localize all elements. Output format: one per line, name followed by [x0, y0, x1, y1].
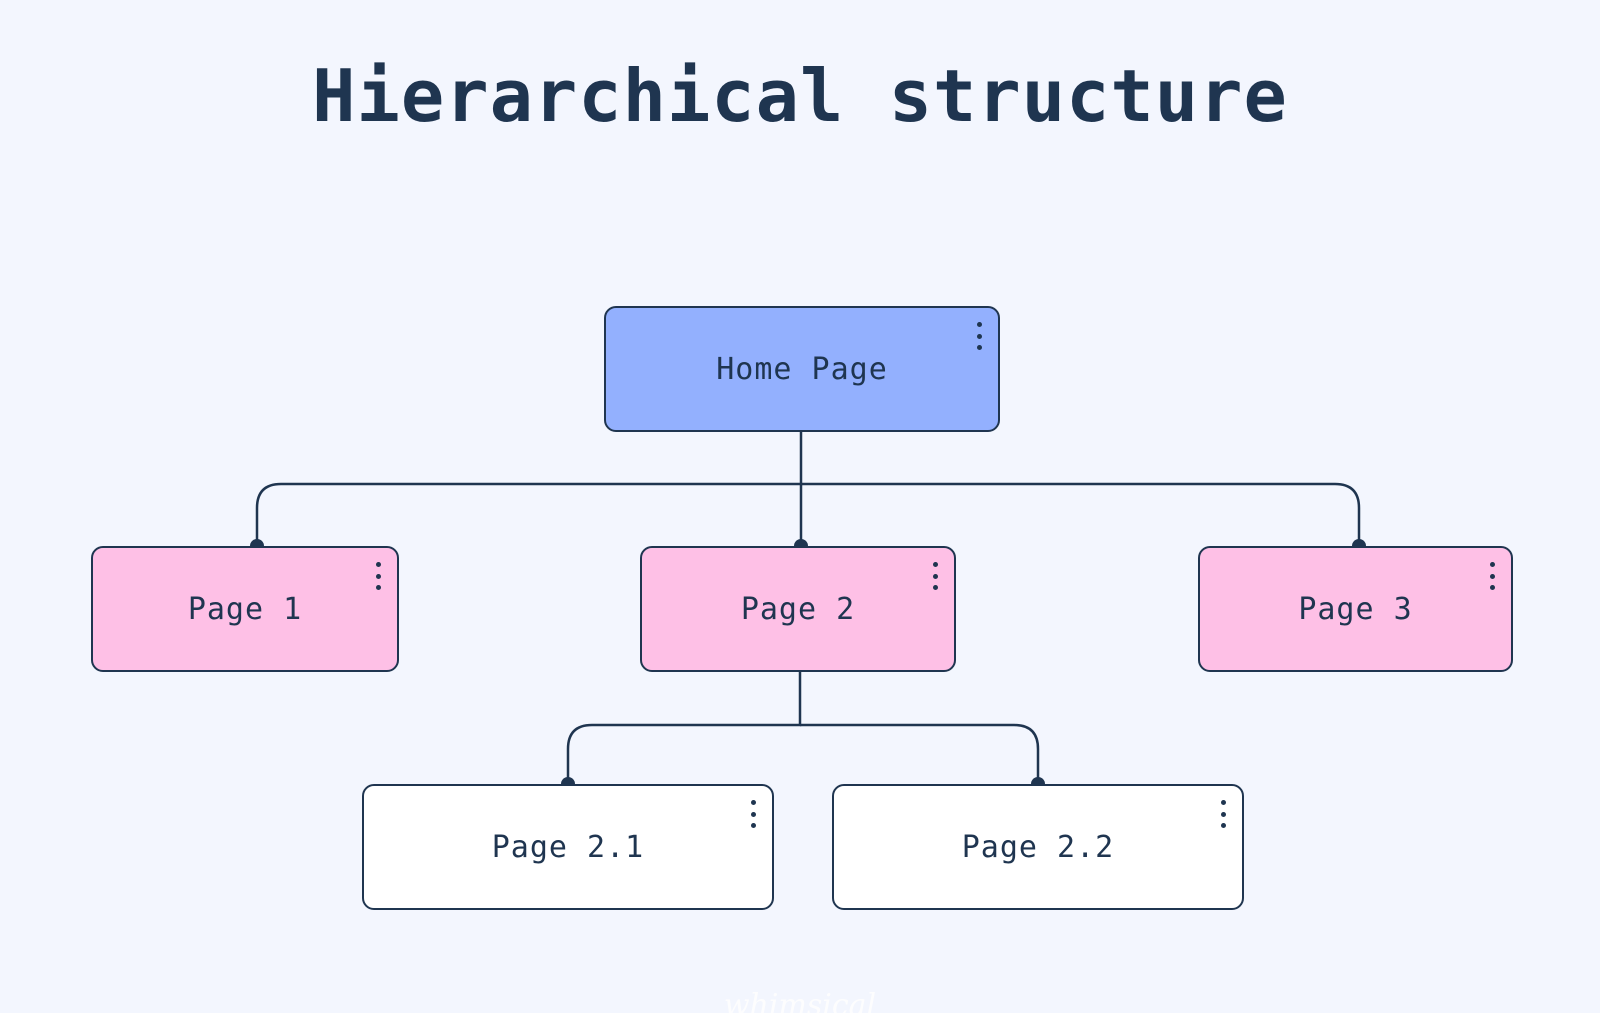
node-label: Page 2	[740, 591, 856, 627]
node-label: Page 2.2	[961, 829, 1115, 865]
node-home-page[interactable]: Home Page	[604, 306, 1000, 432]
connector-page-2-page-2-2	[800, 723, 1040, 784]
vertical-ellipsis-icon[interactable]	[930, 562, 940, 590]
node-label: Page 2.1	[491, 829, 645, 865]
node-label: Page 1	[187, 591, 303, 627]
watermark-logo: whimsical	[723, 988, 877, 1013]
node-label: Page 3	[1298, 591, 1413, 627]
node-page-1[interactable]: Page 1	[91, 546, 399, 672]
vertical-ellipsis-icon[interactable]	[373, 562, 383, 590]
node-label: Home Page	[716, 351, 888, 387]
vertical-ellipsis-icon[interactable]	[1218, 800, 1228, 828]
node-page-2-1[interactable]: Page 2.1	[362, 784, 774, 910]
connector-page-2-page-2-1	[566, 672, 802, 784]
node-page-2[interactable]: Page 2	[640, 546, 956, 672]
connector-home-page-3	[801, 482, 1361, 546]
connector-home-page-1	[255, 432, 803, 546]
node-page-3[interactable]: Page 3	[1198, 546, 1513, 672]
vertical-ellipsis-icon[interactable]	[974, 322, 984, 350]
node-page-2-2[interactable]: Page 2.2	[832, 784, 1244, 910]
page-title: Hierarchical structure	[312, 54, 1288, 138]
vertical-ellipsis-icon[interactable]	[748, 800, 758, 828]
vertical-ellipsis-icon[interactable]	[1487, 562, 1497, 590]
